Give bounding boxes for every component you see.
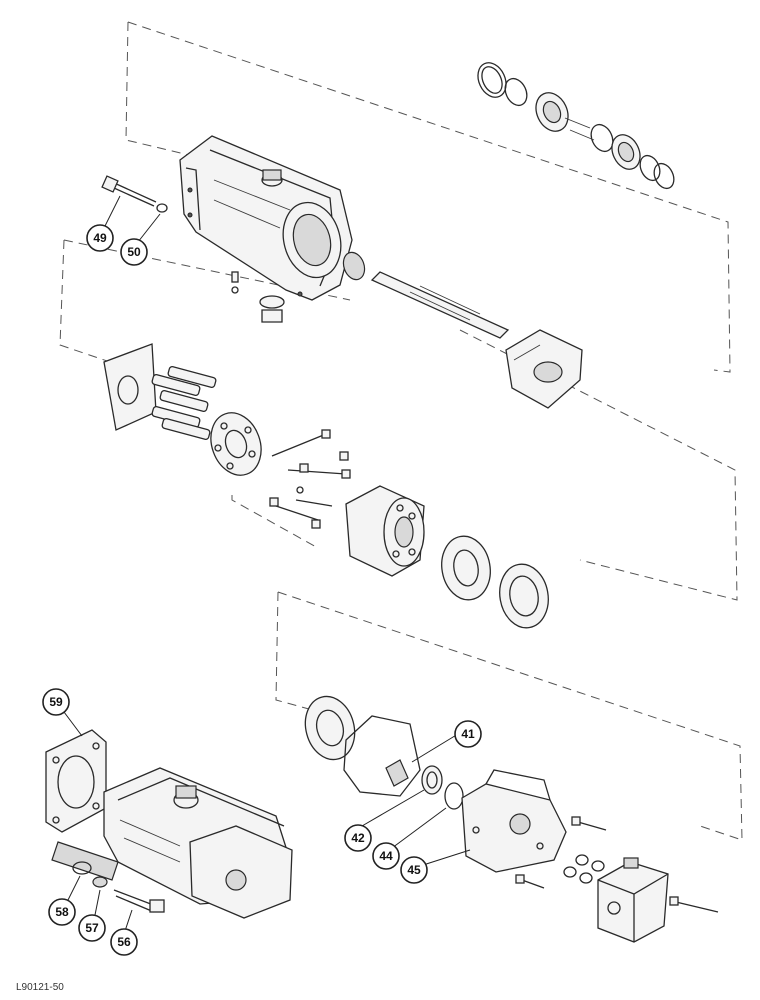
svg-text:42: 42 xyxy=(351,831,365,845)
gasket xyxy=(343,715,421,797)
group-outline-middle xyxy=(59,239,738,601)
cylinder-barrel xyxy=(345,485,425,577)
svg-text:45: 45 xyxy=(407,863,421,877)
end-cap xyxy=(505,329,583,409)
end-housing xyxy=(461,769,567,873)
piston-set xyxy=(151,365,217,441)
svg-text:50: 50 xyxy=(127,245,141,259)
mounting-bolts xyxy=(515,816,719,913)
svg-text:59: 59 xyxy=(49,695,63,709)
leader-lines xyxy=(63,195,471,935)
drive-shaft xyxy=(342,251,510,339)
mounting-gasket xyxy=(45,729,107,833)
o-rings xyxy=(563,854,605,884)
svg-text:56: 56 xyxy=(117,935,131,949)
callout-45: 45 xyxy=(400,856,428,884)
assembled-pump xyxy=(51,767,293,919)
stud-nut-washer xyxy=(72,861,165,913)
retainer-plate xyxy=(210,412,262,476)
svg-text:41: 41 xyxy=(461,727,475,741)
callout-49: 49 xyxy=(86,224,114,252)
bearing-plate xyxy=(304,695,356,761)
svg-text:44: 44 xyxy=(379,849,393,863)
guide-links xyxy=(269,429,351,529)
diagram-code: L90121-50 xyxy=(16,982,64,993)
callout-50: 50 xyxy=(120,238,148,266)
seal-stack xyxy=(477,62,675,190)
group-outline-bottom xyxy=(275,591,743,841)
svg-text:57: 57 xyxy=(85,921,99,935)
callout-56: 56 xyxy=(110,928,138,956)
callout-41: 41 xyxy=(454,720,482,748)
group-outline-top xyxy=(125,21,731,373)
svg-text:49: 49 xyxy=(93,231,107,245)
valve-block xyxy=(597,857,669,943)
callout-59: 59 xyxy=(42,688,70,716)
plug-parts xyxy=(231,271,285,323)
callout-57: 57 xyxy=(78,914,106,942)
bolt-and-washer xyxy=(101,175,168,213)
callout-42: 42 xyxy=(344,824,372,852)
pump-housing xyxy=(179,135,353,301)
callout-58: 58 xyxy=(48,898,76,926)
svg-text:58: 58 xyxy=(55,905,69,919)
callout-44: 44 xyxy=(372,842,400,870)
valve-plates xyxy=(441,535,549,629)
bushing-rings xyxy=(421,765,464,810)
swash-plate xyxy=(103,343,157,431)
